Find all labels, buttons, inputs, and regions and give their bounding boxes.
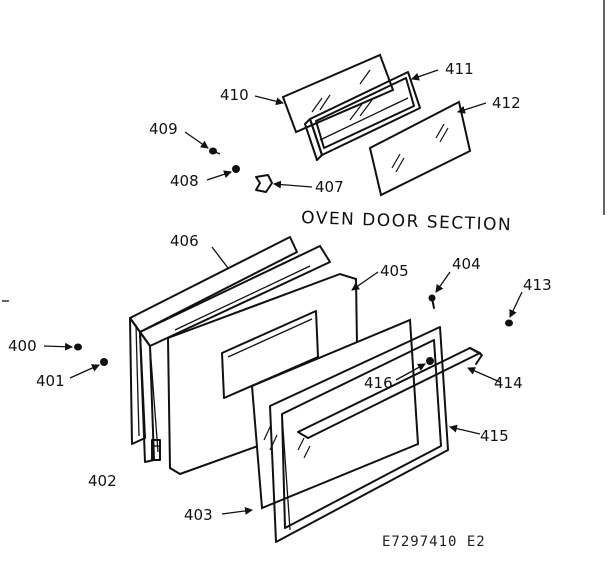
part-404-screw	[428, 294, 436, 309]
label-410: 410	[220, 86, 249, 104]
label-405: 405	[380, 262, 409, 280]
label-400: 400	[8, 337, 37, 355]
leader-lines	[43, 69, 523, 515]
label-415: 415	[480, 427, 509, 445]
label-406: 406	[170, 232, 199, 250]
part-401-nut	[100, 358, 108, 366]
part-407-bracket	[255, 174, 273, 193]
diagram-title: OVEN DOOR SECTION	[301, 208, 513, 235]
part-415-frame	[269, 326, 449, 543]
part-411-frame	[304, 71, 421, 161]
part-414-handle	[297, 347, 483, 439]
label-412: 412	[492, 94, 521, 112]
label-413: 413	[523, 276, 552, 294]
label-408: 408	[170, 172, 199, 190]
part-408-nut	[232, 165, 240, 173]
label-402: 402	[88, 472, 117, 490]
part-410-glass	[281, 53, 395, 134]
label-404: 404	[452, 255, 481, 273]
label-414: 414	[494, 374, 523, 392]
part-413-screw	[505, 319, 513, 327]
label-407: 407	[315, 178, 344, 196]
label-403: 403	[184, 506, 213, 524]
part-412-glass	[368, 100, 472, 197]
label-409: 409	[149, 120, 178, 138]
diagram-code: E7297410 E2	[382, 534, 486, 550]
part-409-screw	[209, 147, 221, 155]
part-400-screw	[74, 343, 82, 351]
label-401: 401	[36, 372, 65, 390]
part-402-hinge	[151, 439, 161, 461]
label-411: 411	[445, 60, 474, 78]
part-416-nut	[426, 357, 434, 365]
label-416: 416	[364, 374, 393, 392]
